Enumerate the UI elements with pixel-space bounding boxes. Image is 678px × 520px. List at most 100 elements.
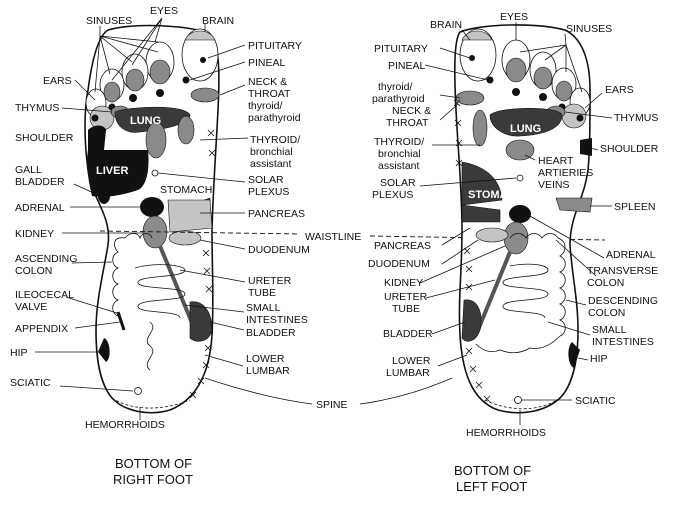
right-heel-band (111, 397, 191, 409)
right-label-brain: BRAIN (202, 15, 234, 27)
left-pancreas (461, 204, 501, 223)
left-label-ureter-1: URETER (384, 291, 428, 303)
right-label-ileocecal-2: VALVE (15, 301, 47, 313)
left-hip (568, 342, 580, 368)
left-descending-colon (557, 237, 566, 337)
right-liver-label: LIVER (96, 165, 128, 177)
right-eye-dot (156, 89, 164, 97)
right-label-eyes: EYES (150, 5, 178, 17)
left-label-bladder: BLADDER (383, 328, 433, 340)
left-sigmoid-colon (475, 335, 561, 354)
left-label-lumbar-2: LUMBAR (386, 367, 430, 379)
right-label-neck-1: NECK & (248, 76, 287, 88)
right-label-stomach: STOMACH (160, 184, 212, 196)
right-label-sciatic: SCIATIC (10, 377, 51, 389)
right-label-hemorrhoids: HEMORRHOIDS (85, 419, 165, 431)
right-label-ureter-1: URETER (248, 275, 292, 287)
left-sinus-spot-3 (533, 66, 553, 90)
right-foot: LUNG LIVER (10, 5, 310, 487)
left-adrenal (509, 205, 531, 223)
right-ear-dot-2 (91, 114, 99, 122)
right-label-thyroid-bronchial-2: bronchial (250, 146, 293, 158)
right-label-shoulder: SHOULDER (15, 132, 74, 144)
left-shoulder (580, 138, 592, 156)
left-label-ureter-2: TUBE (392, 303, 420, 315)
left-label-heart-1: HEART (538, 155, 574, 167)
left-stomach (461, 161, 503, 206)
spine-label: SPINE (316, 399, 348, 411)
left-label-pineal: PINEAL (388, 60, 426, 72)
left-brain-cap (461, 30, 493, 41)
right-liver (87, 150, 149, 197)
left-label-lumbar-1: LOWER (392, 355, 431, 367)
left-sinus-spot-2 (505, 57, 527, 83)
left-lung-lobe (472, 109, 488, 147)
left-label-thymus: THYMUS (614, 112, 658, 124)
left-sciatic-dot (514, 396, 522, 404)
left-bladder (461, 299, 482, 342)
right-bladder (189, 301, 213, 342)
right-label-ileocecal-1: ILEOCECAL (15, 289, 74, 301)
right-label-ureter-2: TUBE (248, 287, 276, 299)
left-label-neck-2: THROAT (386, 117, 429, 129)
right-label-solar-1: SOLAR (248, 174, 284, 186)
right-label-ascending-1: ASCENDING (15, 253, 77, 265)
right-label-thyroid-1: thyroid/ (248, 100, 283, 112)
left-label-kidney: KIDNEY (384, 277, 423, 289)
left-label-descending-1: DESCENDING (588, 295, 658, 307)
right-label-thyroid-bronchial-3: assistant (250, 158, 292, 170)
left-sinus-spot-4 (555, 80, 573, 102)
left-label-thyroid-bronchial-1: THYROID/ (374, 136, 424, 148)
right-label-pituitary: PITUITARY (248, 40, 302, 52)
left-label-thyroid-1: thyroid/ (378, 81, 413, 93)
right-lung-lobe (145, 121, 167, 159)
right-label-thymus: THYMUS (15, 102, 59, 114)
left-label-pancreas: PANCREAS (374, 240, 431, 252)
left-ear-dot-2 (576, 114, 584, 122)
left-transverse-colon (509, 233, 559, 239)
right-kidney (142, 215, 168, 249)
left-leader-lines (419, 22, 613, 425)
left-label-heart-2: ARTIERIES (538, 167, 593, 179)
right-ureter (158, 245, 197, 331)
right-hip (98, 338, 110, 362)
right-label-hip: HIP (10, 347, 28, 359)
right-spine-marks (189, 129, 216, 399)
left-label-descending-2: COLON (588, 307, 625, 319)
left-label-transverse-1: TRANSVERSE (587, 265, 658, 277)
left-label-shoulder: SHOULDER (600, 143, 659, 155)
right-label-solar-2: PLEXUS (248, 186, 289, 198)
left-stomach-label: STOMACH (468, 189, 523, 201)
right-label-kidney: KIDNEY (15, 228, 54, 240)
right-label-small-2: INTESTINES (246, 314, 308, 326)
right-label-thyroid-2: parathyroid (248, 112, 301, 124)
left-label-sciatic: SCIATIC (575, 395, 616, 407)
left-label-solar-1: SOLAR (380, 177, 416, 189)
right-lung-label: LUNG (130, 115, 161, 127)
waistline-label: WAISTLINE (305, 231, 361, 243)
right-lung-lobe-2 (177, 115, 195, 145)
left-label-spleen: SPLEEN (614, 201, 655, 213)
right-duodenum (168, 230, 202, 246)
left-foot: LUNG STOMACH (368, 11, 659, 494)
right-caption-line1: BOTTOM OF (115, 456, 192, 471)
right-label-ears: EARS (43, 75, 72, 87)
left-label-eyes: EYES (500, 11, 528, 23)
right-label-appendix: APPENDIX (15, 323, 68, 335)
left-pituitary-dot (469, 55, 475, 61)
right-lower-coil (146, 321, 154, 371)
right-label-pineal: PINEAL (248, 57, 286, 69)
right-leader-lines (35, 17, 249, 420)
left-label-small-1: SMALL (592, 324, 627, 336)
left-label-neck-1: NECK & (392, 105, 431, 117)
left-caption-line2: LEFT FOOT (456, 479, 527, 494)
left-label-thyroid-2: parathyroid (372, 93, 425, 105)
left-eye-dot (512, 88, 520, 96)
right-label-duodenum: DUODENUM (248, 244, 310, 256)
right-label-neck-2: THROAT (248, 88, 291, 100)
right-appendix (116, 311, 126, 331)
left-label-transverse-2: COLON (587, 277, 624, 289)
right-pineal-dot (182, 76, 190, 84)
left-label-thyroid-bronchial-3: assistant (378, 160, 420, 172)
